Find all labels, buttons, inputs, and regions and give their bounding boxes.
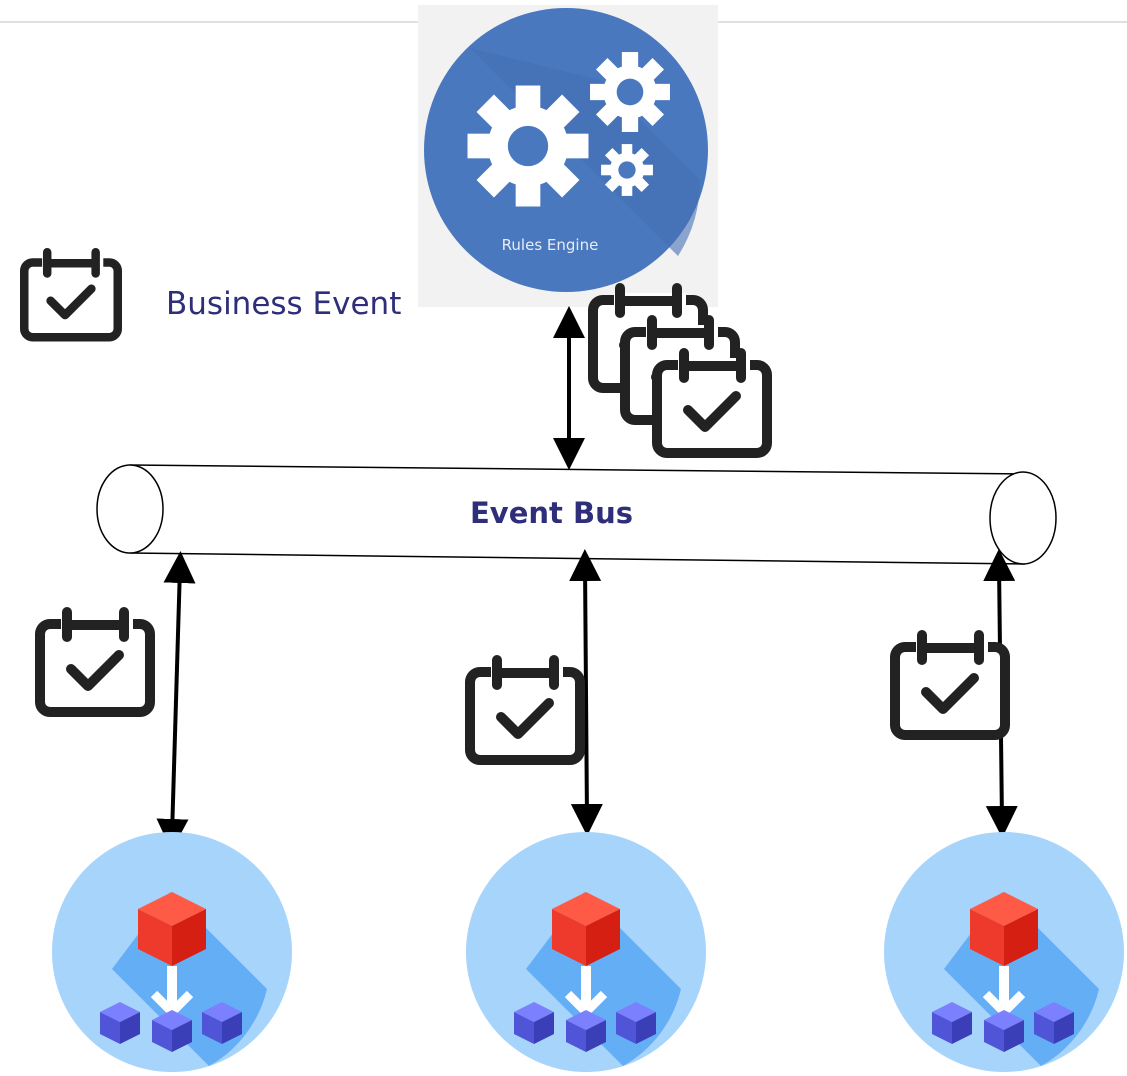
microservice-icon [466, 832, 706, 1072]
rules-engine-node [418, 5, 718, 307]
calendar-check-icon [895, 635, 1005, 735]
microservice-icon [884, 832, 1124, 1072]
calendar-check-icon [40, 612, 150, 712]
bus-right-cap [989, 471, 1057, 565]
service-arrow-left [156, 551, 196, 851]
bus-left-cap [96, 464, 164, 554]
service-arrow-middle [569, 549, 603, 836]
event-bus-pipe [96, 464, 1057, 565]
microservice-icon [52, 832, 292, 1072]
stacked-events-icon [593, 288, 767, 453]
calendar-check-icon [470, 660, 580, 760]
calendar-check-icon [24, 252, 118, 337]
event-bus-label: Event Bus [470, 496, 633, 530]
rules-engine-label: Rules Engine [501, 236, 599, 254]
legend-label: Business Event [166, 286, 402, 322]
